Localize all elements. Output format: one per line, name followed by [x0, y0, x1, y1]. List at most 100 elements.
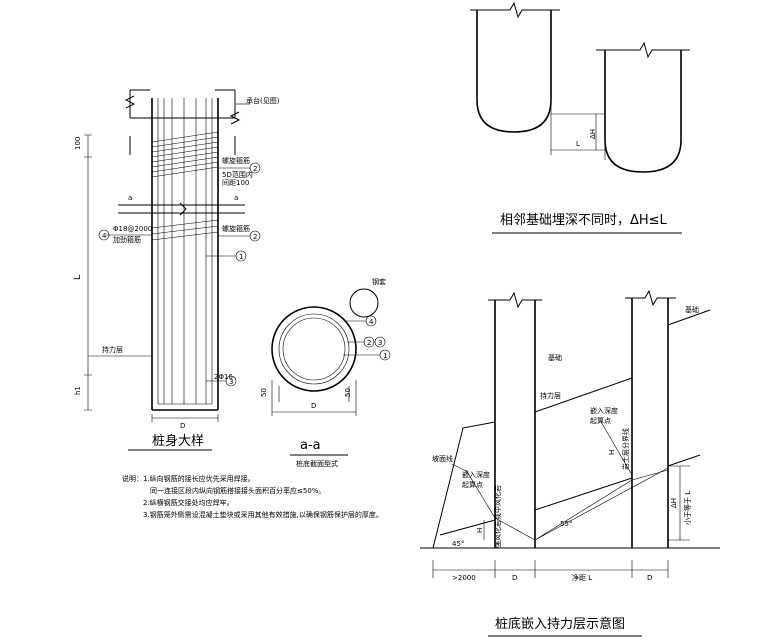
dim-L-label: L [73, 275, 83, 280]
break-mark-right [229, 111, 241, 125]
circle-marker-3 [225, 375, 237, 387]
notes-block: 说明：1.纵向钢筋的接长应优先采用焊接。 同一连接区段内纵向钢筋搭接接头面积百分… [122, 474, 383, 519]
embed-dh-label: ΔH [670, 498, 678, 508]
side-label-1: 岩土层分界线 [621, 428, 630, 470]
angle-2-label: 55° [560, 520, 572, 528]
section-circle-2-label: 2 [367, 339, 371, 347]
section-dim-right: 50 [344, 388, 352, 397]
adjacent-foundation-diagram: ΔH L 相邻基础埋深不同时，ΔH≤L [470, 1, 690, 234]
section-cut-lines [118, 204, 245, 214]
circle-2b-label: 2 [253, 233, 257, 241]
longitudinal-rebars [157, 98, 213, 405]
slope-label: 坡面线 [432, 454, 453, 463]
note-line-4: 3.钢筋笼外侧需设混凝土垫块或采用其他有效措施,以确保钢筋保护层的厚度。 [143, 510, 383, 519]
cap-lower-edges [129, 136, 236, 155]
slope-leader [451, 463, 469, 473]
left-dimension-line [84, 134, 92, 411]
ground-line-right [667, 309, 711, 326]
circle-marker-1 [235, 250, 247, 262]
circle-marker-2 [249, 162, 261, 174]
embed-diagonals [465, 419, 669, 541]
bearing-layer-label: 持力层 [102, 345, 123, 354]
left-pile-break [470, 1, 560, 19]
embed-h-label-2: H [608, 450, 616, 455]
adjacent-L-label: L [576, 140, 580, 148]
circle-4-label: 4 [102, 232, 107, 240]
note-line-2: 同一连接区段内纵向钢筋搭接接头面积百分率应≤50%。 [150, 486, 325, 495]
circle-marker-4 [98, 229, 110, 241]
rock-boundary-line [439, 454, 701, 536]
dim-h1-label: h1 [74, 386, 82, 395]
embed-depth-1: 嵌入深度 [462, 470, 490, 479]
embed-depth-2: 嵌入深度 [590, 406, 618, 415]
stirrup-circle [278, 313, 350, 385]
pile-detail-title: 桩身大样 [152, 433, 204, 449]
pile-cap-outline [129, 89, 236, 119]
cover-label: 钢套 [372, 277, 386, 286]
section-dim-left: 50 [260, 388, 268, 397]
note-line-1: 说明：1.纵向钢筋的接长应优先采用焊接。 [122, 474, 255, 483]
circle-2-label: 2 [253, 165, 257, 173]
circle-3-label: 3 [229, 378, 233, 386]
left-embed-pile-break [488, 291, 542, 309]
embed-level [631, 469, 669, 481]
section-circle-3-label: 3 [378, 339, 382, 347]
section-circle-3 [374, 336, 386, 348]
adjacent-caption: 相邻基础埋深不同时，ΔH≤L [500, 213, 668, 228]
embed-caption: 桩底嵌入持力层示意图 [495, 616, 625, 632]
bearing-label: 持力层 [540, 391, 561, 400]
section-break-mark [179, 202, 187, 216]
section-circle-2 [363, 336, 375, 348]
bottom-dimension-line [151, 414, 219, 422]
section-circle-4-label: 4 [369, 318, 374, 326]
section-marker-left: a [128, 194, 132, 202]
pile-label: 基础 [548, 353, 562, 362]
embed-bearing-layer-diagram: >2000 D 净距 L D ΔH 小于等于 L H H 基础 基础 持力层 坡… [420, 289, 720, 637]
left-pile-bottom [476, 99, 552, 133]
circle-1-label: 1 [239, 253, 243, 261]
bottom-dim-4: D [647, 574, 652, 582]
dim-100-label: 100 [74, 137, 82, 150]
embed-h-label: H [476, 528, 484, 533]
dim-D-label: D [180, 422, 185, 430]
embed-L-note: 小于等于 L [683, 491, 692, 525]
left-pile-sides [476, 10, 552, 100]
right-embed-pile [631, 298, 669, 548]
pile-body-detail: a a 100 L h1 D 承台(见图) 螺旋箍筋 2 5D范围内 间距100… [73, 89, 280, 451]
section-dim-D: D [311, 402, 316, 410]
spiral-stirrup-mid [151, 219, 219, 241]
section-circle-4 [365, 315, 377, 327]
bottom-dimension-chain [432, 560, 669, 578]
stiffener-note-2: 加劲箍筋 [113, 235, 141, 244]
right-embed-pile-break [625, 289, 676, 307]
break-mark-left [124, 95, 136, 109]
stiffener-note-1: Φ18@2000 [113, 225, 152, 233]
spacing-note-1: 5D范围内 [222, 170, 253, 179]
long-bar-label: 2Φ16 [214, 373, 233, 381]
pile-outline [151, 98, 219, 411]
right-pile-break [596, 41, 690, 59]
right-pile-bottom [604, 139, 682, 173]
section-circle-1 [379, 349, 391, 361]
adjacent-dh-label: ΔH [589, 129, 597, 139]
cover-circle [349, 288, 379, 318]
section-marker-right: a [234, 194, 238, 202]
right-pile-sides [604, 50, 682, 140]
angle-1-label: 45° [452, 540, 464, 548]
bottom-dim-1: >2000 [452, 574, 476, 582]
cross-section-detail: 钢套 4 2 3 1 50 50 D a-a 桩底截面型式 [260, 277, 391, 468]
section-title: a-a [300, 438, 321, 453]
note-line-3: 2.纵横钢筋交接处均应焊牢。 [143, 498, 234, 507]
bottom-dim-3: 净距 L [572, 573, 592, 582]
section-subtitle: 桩底截面型式 [296, 459, 338, 468]
section-dimension-lines [271, 380, 357, 416]
section-circle-1-label: 1 [383, 352, 387, 360]
rebar-ring [282, 317, 346, 381]
rebar-note-mid: 螺旋箍筋 [222, 224, 250, 233]
left-embed-pile [494, 300, 536, 548]
right-dim-lines [668, 465, 690, 541]
embed-depth-1b: 起算点 [462, 480, 483, 489]
pile-circle-outer [271, 306, 357, 392]
ground-line-mid [534, 377, 633, 413]
